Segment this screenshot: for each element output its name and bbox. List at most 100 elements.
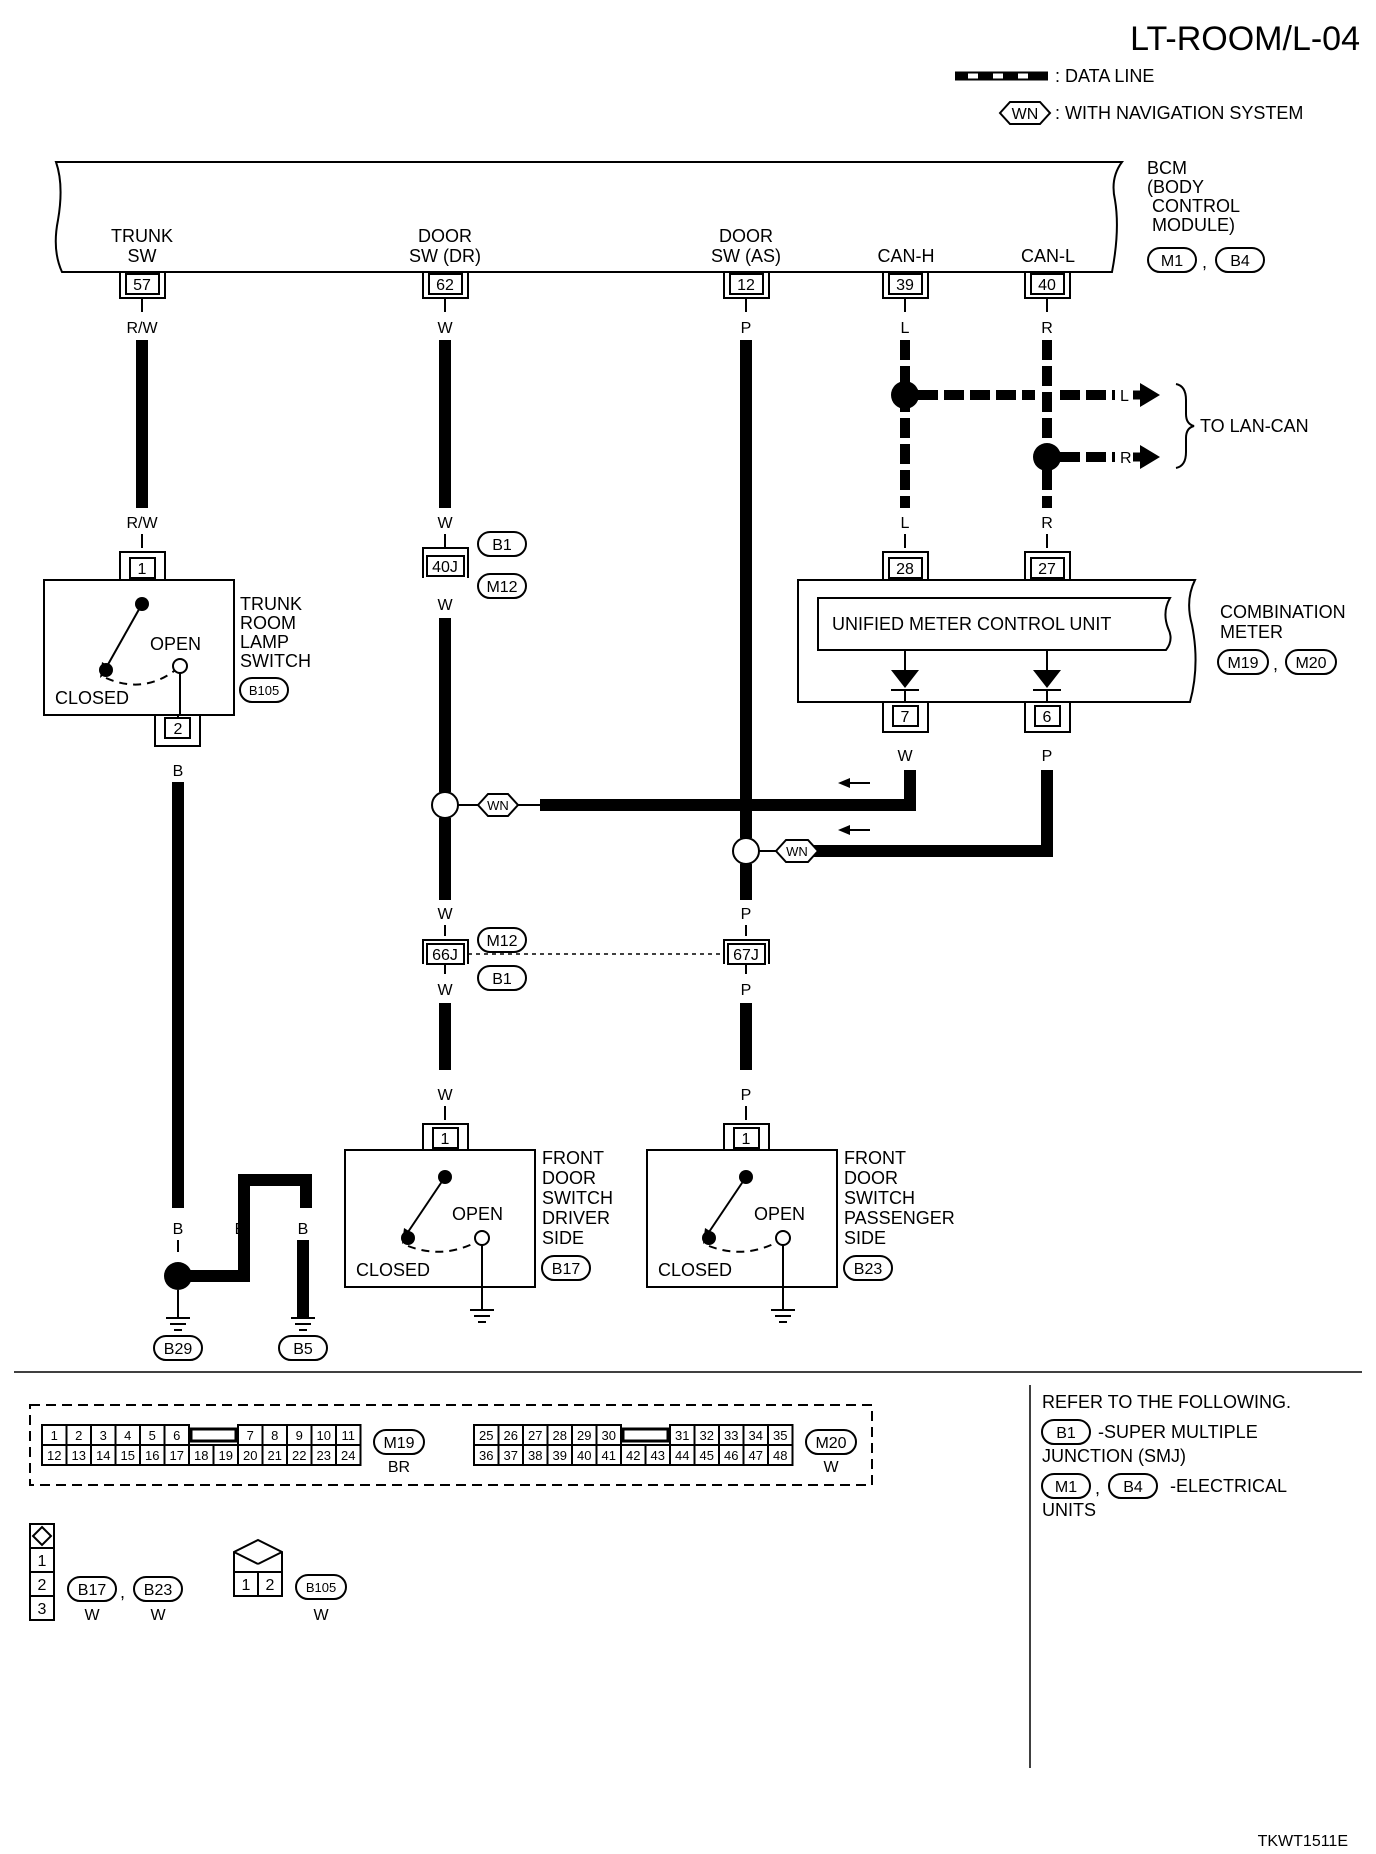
lan-can-arrow-r [1140, 445, 1160, 469]
meter-name-2: METER [1220, 622, 1283, 642]
connector-pin: 12 [47, 1448, 61, 1463]
driver-door-switch: OPEN CLOSED [344, 1149, 536, 1310]
wire-color-b-trunk: B [173, 763, 184, 780]
combination-meter: UNIFIED METER CONTROL UNIT [797, 579, 1197, 703]
bcm-pin-57: 57 [119, 272, 166, 299]
bcm-connector-b4: B4 [1215, 247, 1265, 273]
passenger-switch-ground [771, 1309, 795, 1323]
svg-text:M20: M20 [1295, 655, 1326, 672]
wire-color-p-3: P [741, 982, 752, 999]
lan-can-label: TO LAN-CAN [1200, 416, 1309, 436]
svg-text:28: 28 [896, 561, 914, 578]
svg-text:WN: WN [786, 844, 808, 859]
wn-badge-passenger: WN [759, 839, 820, 863]
connector-pin: 39 [553, 1448, 567, 1463]
refer-eu-code-b4: B4 [1108, 1473, 1158, 1499]
lan-can-branch-l: L [1120, 388, 1129, 405]
meter-connector-m19: M19 [1217, 649, 1269, 675]
connector-pin: 18 [194, 1448, 208, 1463]
connector-pin: 13 [72, 1448, 86, 1463]
connector-pin: 42 [626, 1448, 640, 1463]
svg-text:57: 57 [133, 277, 151, 294]
wire-color-r-2: R [1041, 515, 1053, 532]
svg-text:B23: B23 [144, 1582, 173, 1599]
connector-pin: 17 [170, 1448, 184, 1463]
legend: : DATA LINE WN : WITH NAVIGATION SYSTEM [955, 66, 1303, 125]
passenger-switch-closed: CLOSED [658, 1260, 732, 1280]
bcm-term-label-trunk-1: TRUNK [111, 226, 173, 246]
bcm-pin-62: 62 [422, 272, 469, 299]
svg-text:66J: 66J [432, 947, 458, 964]
connector-pin: 27 [528, 1428, 542, 1443]
connector-pin: 47 [749, 1448, 763, 1463]
bcm-term-label-canh: CAN-H [878, 246, 935, 266]
svg-text:B5: B5 [293, 1341, 313, 1358]
lan-can-branch-r: R [1120, 450, 1132, 467]
svg-text:W: W [150, 1607, 166, 1624]
connector-pin: 9 [296, 1428, 303, 1443]
driver-switch-name-4: DRIVER [542, 1208, 610, 1228]
passenger-door-wire: P P [732, 298, 760, 936]
svg-text:B29: B29 [164, 1341, 193, 1358]
ground-symbol-b29: B29 [153, 1317, 203, 1361]
wire-color-p-2: P [741, 906, 752, 923]
wire-color-w-6: W [437, 1087, 453, 1104]
svg-text:W: W [313, 1607, 329, 1624]
trunk-switch-name-1: TRUNK [240, 594, 302, 614]
connector-pin: 21 [268, 1448, 282, 1463]
meter-unit-name: UNIFIED METER CONTROL UNIT [832, 614, 1111, 634]
connector-face-door: 1 2 3 B17 W , B23 W [29, 1523, 183, 1624]
driver-switch-ground [470, 1309, 494, 1323]
bcm-name-4: MODULE) [1152, 215, 1235, 235]
svg-text:1: 1 [242, 1577, 251, 1594]
connector-pin: 24 [341, 1448, 355, 1463]
connector-pin: 16 [145, 1448, 159, 1463]
svg-text:B1: B1 [1056, 1425, 1076, 1442]
trunk-room-lamp-switch: OPEN CLOSED [43, 579, 235, 726]
nav-wire-p [800, 770, 1053, 857]
connector-pin: 23 [317, 1448, 331, 1463]
svg-text:7: 7 [901, 709, 910, 726]
can-l-line: R R [1033, 298, 1115, 548]
svg-text:M1: M1 [1161, 253, 1183, 270]
meter-pin-27: 27 [1024, 551, 1071, 580]
svg-text:67J: 67J [733, 947, 759, 964]
nav-arrow-w [838, 778, 870, 788]
wire-color-rw-bottom: R/W [126, 515, 158, 532]
trunk-wire: R/W R/W [126, 298, 158, 548]
trunk-switch-pin-1: 1 [119, 551, 166, 580]
wire-color-w-4: W [437, 906, 453, 923]
svg-text:B105: B105 [306, 1580, 336, 1595]
junction-pin-40j: 40J [422, 547, 469, 578]
connector-pin: 45 [700, 1448, 714, 1463]
driver-switch-closed: CLOSED [356, 1260, 430, 1280]
trunk-switch-pin-2: 2 [154, 715, 201, 747]
wire-color-w-3: W [437, 597, 453, 614]
svg-text:6: 6 [1043, 709, 1052, 726]
meter-pin-7: 7 [882, 702, 929, 733]
wire-color-w-5: W [437, 982, 453, 999]
bcm-connector-m1: M1 [1147, 247, 1197, 273]
trunk-switch-open: OPEN [150, 634, 201, 654]
wire-color-l-1: L [901, 320, 910, 337]
connector-code-m20: M20 W [805, 1429, 857, 1476]
driver-switch-name-3: SWITCH [542, 1188, 613, 1208]
meter-comma: , [1273, 654, 1278, 674]
svg-text:M12: M12 [486, 579, 517, 596]
driver-switch-name-1: FRONT [542, 1148, 604, 1168]
svg-text:WN: WN [487, 798, 509, 813]
connector-pin: 10 [317, 1428, 331, 1443]
connector-pin: 4 [124, 1428, 131, 1443]
connector-pin: 14 [96, 1448, 110, 1463]
bcm-term-label-as-2: SW (AS) [711, 246, 781, 266]
connector-pin: 40 [577, 1448, 591, 1463]
svg-text:W: W [823, 1459, 839, 1476]
svg-text:,: , [1095, 1478, 1100, 1498]
svg-text:,: , [120, 1582, 125, 1602]
meter-pin-6: 6 [1024, 702, 1071, 733]
svg-text:1: 1 [742, 1131, 751, 1148]
connector-pin: 19 [219, 1448, 233, 1463]
